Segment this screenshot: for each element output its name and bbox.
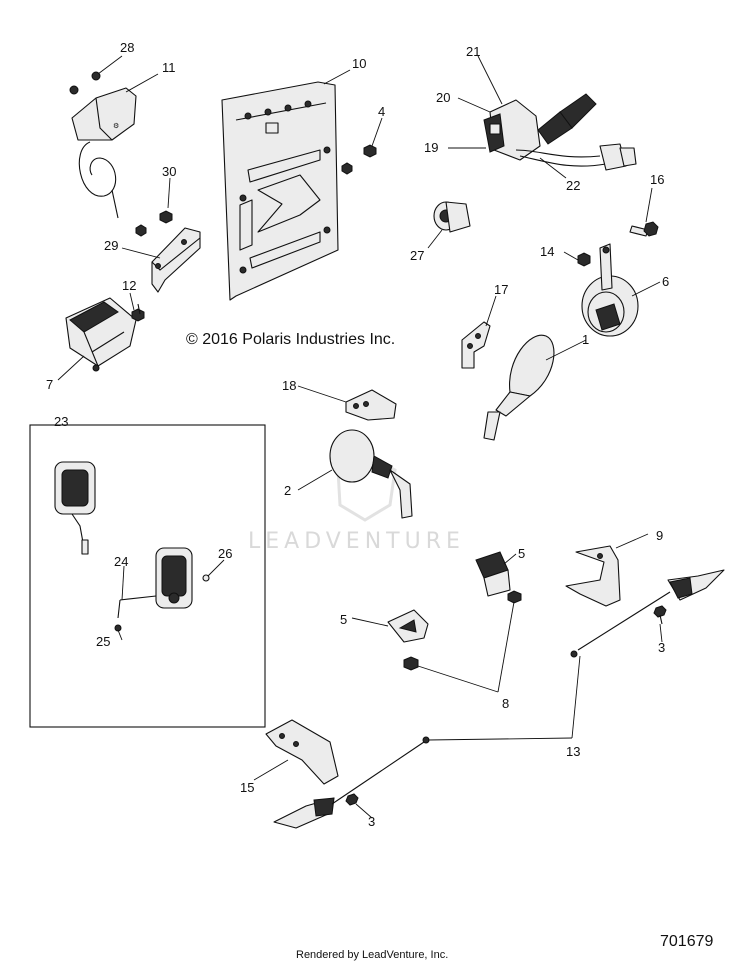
leader-lines (57, 55, 663, 819)
nut-30 (135, 210, 173, 237)
module-7 (65, 297, 137, 372)
callout-11: 11 (162, 60, 176, 75)
mirror-kit-box (29, 424, 266, 728)
callout-19: 19 (424, 140, 438, 155)
bolt-16 (629, 221, 659, 237)
callout-1: 1 (582, 332, 589, 347)
bracket-17 (461, 321, 491, 369)
callout-20: 20 (436, 90, 450, 105)
callout-15: 15 (240, 780, 254, 795)
callout-16: 16 (650, 172, 664, 187)
turn-signal-right (570, 569, 725, 658)
callout-12: 12 (122, 278, 136, 293)
bracket-9 (565, 545, 621, 607)
connector-27 (433, 201, 471, 233)
plate-light-housing: ⚙ (71, 87, 137, 219)
callout-4: 4 (378, 104, 385, 119)
document-number: 701679 (660, 933, 713, 950)
nut-8 (403, 590, 522, 671)
callout-8: 8 (502, 696, 509, 711)
callout-2: 2 (284, 483, 291, 498)
grommet-5-lower (387, 609, 429, 643)
callout-24: 24 (114, 554, 128, 569)
screw-12 (131, 303, 145, 322)
watermark-text: LEADVENTURE (248, 529, 465, 554)
callout-28: 28 (120, 40, 134, 55)
bracket-15 (265, 719, 339, 785)
callout-5-upper: 5 (518, 546, 525, 561)
callout-23: 23 (54, 414, 68, 429)
turn-signal-left (273, 736, 430, 829)
callout-labels: 28 11 10 4 30 29 12 7 21 20 19 22 16 14 … (46, 40, 669, 829)
nut-4 (341, 144, 377, 175)
screw-3 (345, 605, 667, 806)
horn-6 (581, 243, 639, 337)
callout-21: 21 (466, 44, 480, 59)
svg-text:⚙: ⚙ (113, 122, 119, 130)
callout-25: 25 (96, 634, 110, 649)
callout-26: 26 (218, 546, 232, 561)
callout-14: 14 (540, 244, 554, 259)
callout-22: 22 (566, 178, 580, 193)
callout-5-lower: 5 (340, 612, 347, 627)
callout-7: 7 (46, 377, 53, 392)
callout-13: 13 (566, 744, 580, 759)
handlebar-switch (483, 93, 637, 171)
copyright-notice: © 2016 Polaris Industries Inc. (186, 331, 395, 348)
nut-28 (69, 71, 101, 95)
callout-6: 6 (662, 274, 669, 289)
callout-3-left: 3 (368, 814, 375, 829)
mirror-1 (483, 334, 555, 441)
callout-18: 18 (282, 378, 296, 393)
callout-30: 30 (162, 164, 176, 179)
license-plate-bracket (221, 81, 339, 301)
callout-9: 9 (656, 528, 663, 543)
footer-credit: Rendered by LeadVenture, Inc. (296, 949, 448, 961)
mirror-2 (329, 429, 413, 519)
callout-17: 17 (494, 282, 508, 297)
grommet-5-upper (475, 551, 511, 597)
callout-29: 29 (104, 238, 118, 253)
bracket-18 (345, 389, 397, 421)
bracket-29 (151, 227, 201, 293)
nut-14 (577, 252, 591, 267)
callout-3-right: 3 (658, 640, 665, 655)
callout-10: 10 (352, 56, 366, 71)
callout-27: 27 (410, 248, 424, 263)
